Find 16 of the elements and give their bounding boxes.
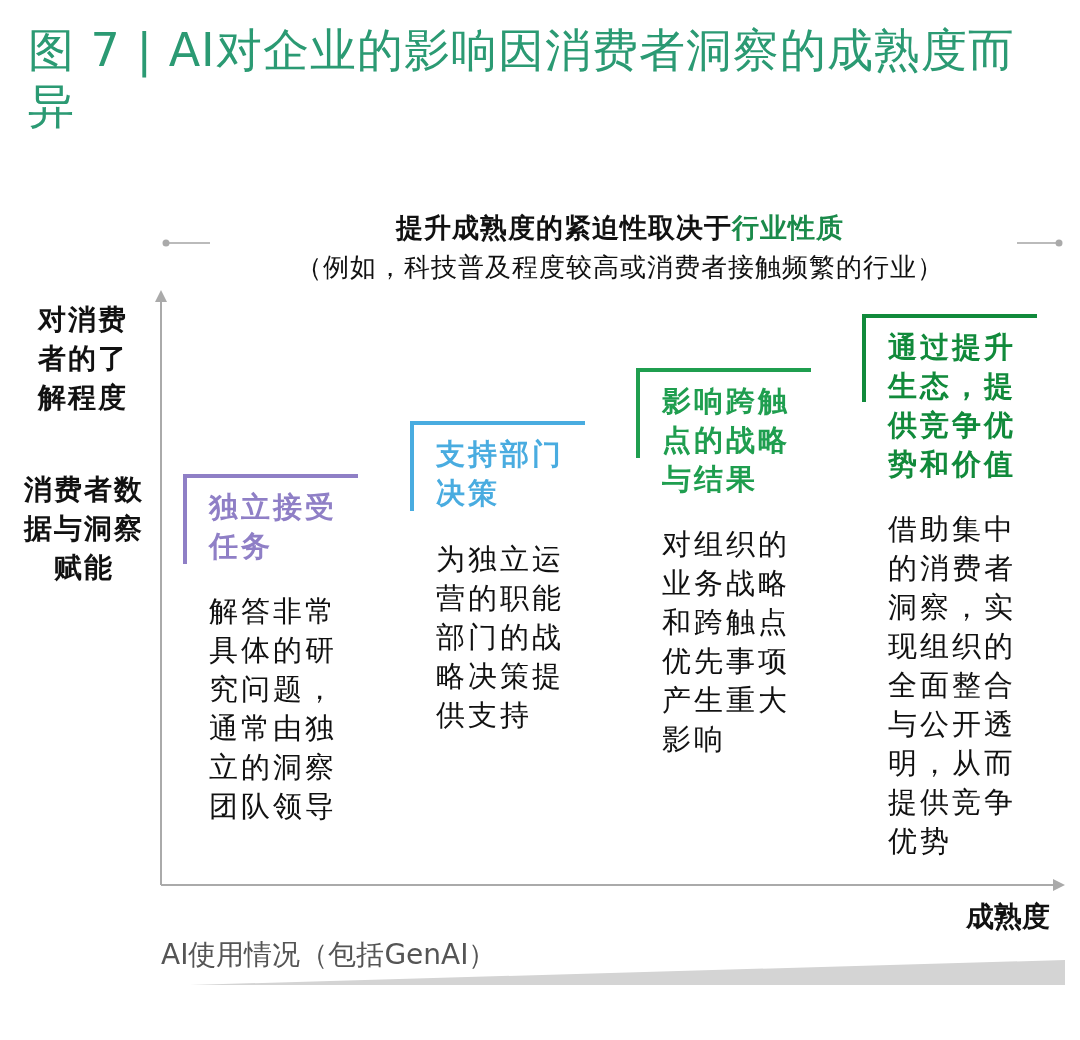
axis-label: 成熟度 <box>966 899 1050 935</box>
stage-description: 对组织的业务战略和跨触点优先事项产生重大影响 <box>662 526 791 758</box>
stage-description: 解答非常具体的研究问题，通常由独立的洞察团队领导 <box>209 593 338 825</box>
axis-label: 对消费者的了解程度 <box>36 302 129 416</box>
stage-heading: 独立接受任务 <box>209 489 338 565</box>
stage-heading: 支持部门决策 <box>436 436 565 512</box>
highlight-text: 行业性质 <box>732 212 844 243</box>
stage-description: 为独立运营的职能部门的战略决策提供支持 <box>436 541 565 734</box>
axis-label: AI使用情况（包括GenAI） <box>161 937 497 973</box>
heading-text: 提升成熟度的紧迫性取决于 <box>396 212 732 243</box>
stage-heading: 通过提升生态，提供竞争优势和价值 <box>888 329 1017 483</box>
note-text: （例如，科技普及程度较高或消费者接触频繁的行业） <box>295 251 945 284</box>
axis-label: 消费者数据与洞察赋能 <box>22 472 145 586</box>
stage-description: 借助集中的消费者洞察，实现组织的全面整合与公开透明，从而提供竞争优势 <box>888 511 1017 860</box>
stage-heading: 影响跨触点的战略与结果 <box>662 383 791 498</box>
title: 图 7 | AI对企业的影响因消费者洞察的成熟度而异 <box>28 22 1016 134</box>
